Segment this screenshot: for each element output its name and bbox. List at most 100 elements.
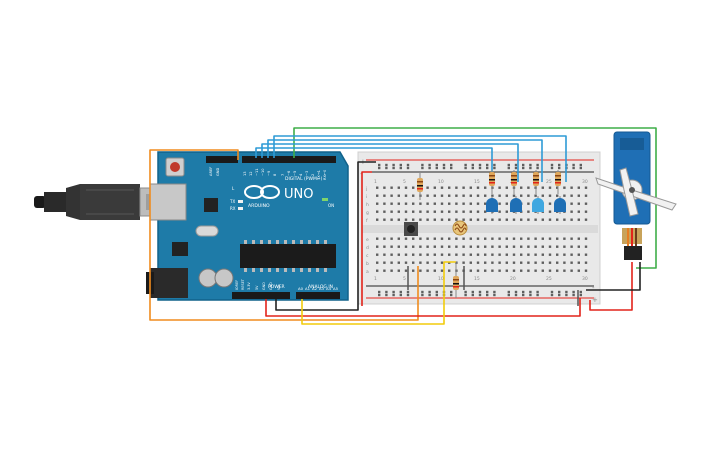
power-pin-label: Vin: [277, 285, 281, 290]
breadboard-hole: [404, 186, 408, 189]
blue-wire-2: [261, 143, 519, 182]
breadboard-hole: [383, 269, 386, 272]
breadboard-hole: [455, 237, 458, 240]
l-label: L: [232, 186, 235, 191]
breadboard-hole: [397, 269, 400, 272]
breadboard[interactable]: + - - + 1 5 10 15 20 25 30 1 5 10 15 20 …: [357, 151, 601, 305]
breadboard-hole: [548, 237, 552, 240]
breadboard-hole: [498, 186, 501, 189]
breadboard-hole: [397, 210, 400, 213]
rail-hole: [392, 293, 395, 297]
rail-hole: [493, 163, 496, 167]
breadboard-hole: [448, 245, 451, 248]
row-letter: e: [366, 238, 369, 243]
pin-label: ~5: [293, 171, 297, 176]
rail-hole: [471, 290, 474, 294]
breadboard-hole: [498, 253, 501, 256]
breadboard-hole: [520, 261, 523, 264]
breadboard-hole: [383, 194, 386, 197]
breadboard-hole: [469, 194, 472, 197]
rail-hole: [522, 166, 525, 170]
breadboard-hole: [426, 253, 429, 256]
breadboard-hole: [455, 202, 458, 205]
pushbutton-icon[interactable]: [404, 222, 418, 236]
breadboard-hole: [498, 237, 501, 240]
breadboard-hole: [397, 194, 400, 197]
rail-hole: [579, 293, 582, 297]
pin-label: ~6: [287, 170, 291, 176]
breadboard-hole: [433, 261, 436, 264]
power-pin-label: 3.3V: [247, 282, 251, 290]
breadboard-hole: [520, 218, 523, 221]
rail-hole: [550, 290, 554, 294]
breadboard-hole: [383, 253, 386, 256]
breadboard-hole: [419, 218, 422, 221]
breadboard-hole: [541, 253, 544, 256]
led: [532, 196, 544, 214]
breadboard-hole: [505, 194, 508, 197]
rail-hole: [514, 293, 518, 297]
rail-hole: [421, 163, 424, 167]
rail-hole: [572, 293, 575, 297]
rail-hole: [406, 166, 410, 170]
breadboard-hole: [484, 210, 487, 213]
black-wire-servo: [586, 262, 641, 291]
breadboard-hole: [491, 261, 494, 264]
breadboard-hole: [455, 194, 458, 197]
rail-minus-label: -: [592, 284, 595, 292]
rail-hole: [435, 293, 438, 297]
breadboard-hole: [584, 210, 588, 213]
breadboard-hole: [390, 237, 393, 240]
breadboard-hole: [476, 253, 480, 256]
breadboard-hole: [397, 186, 400, 189]
power-pin-label: GND: [262, 282, 266, 290]
pin-label: 13: [243, 171, 247, 176]
breadboard-hole: [426, 186, 429, 189]
rail-hole: [565, 293, 568, 297]
usb-port: [149, 183, 187, 221]
power-header: [232, 292, 290, 299]
rail-hole: [486, 163, 489, 167]
breadboard-hole: [563, 237, 566, 240]
breadboard-hole: [484, 218, 487, 221]
breadboard-hole: [498, 194, 501, 197]
tx-led: [238, 200, 243, 203]
arduino-uno-board[interactable]: UNO ARDUINO DIGITAL (PWM~) POWER ANALOG …: [146, 151, 349, 301]
rail-hole: [471, 166, 474, 170]
rail-hole: [550, 293, 554, 297]
breadboard-hole: [383, 210, 386, 213]
breadboard-hole: [577, 194, 580, 197]
breadboard-hole: [505, 245, 508, 248]
breadboard-hole: [527, 218, 530, 221]
breadboard-hole: [584, 186, 588, 189]
power-jack: [150, 268, 188, 298]
rail-hole: [579, 290, 582, 294]
column-number: 5: [403, 179, 406, 185]
aref-label: AREF: [209, 167, 213, 176]
pin-label: ~9: [267, 170, 271, 176]
breadboard-hole: [390, 253, 393, 256]
rail-hole: [421, 290, 424, 294]
breadboard-hole: [541, 245, 544, 248]
breadboard-hole: [577, 210, 580, 213]
blue-wire-1: [255, 147, 493, 182]
breadboard-hole: [397, 245, 400, 248]
rail-hole: [450, 290, 453, 294]
breadboard-hole: [570, 261, 573, 264]
rail-hole: [399, 290, 402, 294]
rail-hole: [493, 290, 496, 294]
breadboard-hole: [476, 186, 480, 189]
rail-hole: [529, 293, 532, 297]
breadboard-hole: [397, 202, 400, 205]
breadboard-hole: [548, 210, 552, 213]
servo-icon[interactable]: [595, 131, 677, 260]
power-pin-label: 5V: [255, 285, 259, 290]
breadboard-hole: [397, 237, 400, 240]
power-pin-label: RESET: [241, 278, 245, 290]
breadboard-hole: [563, 218, 566, 221]
rail-hole: [486, 290, 489, 294]
breadboard-hole: [390, 186, 393, 189]
breadboard-hole: [520, 253, 523, 256]
rail-hole: [399, 163, 402, 167]
column-number: 25: [546, 276, 552, 282]
